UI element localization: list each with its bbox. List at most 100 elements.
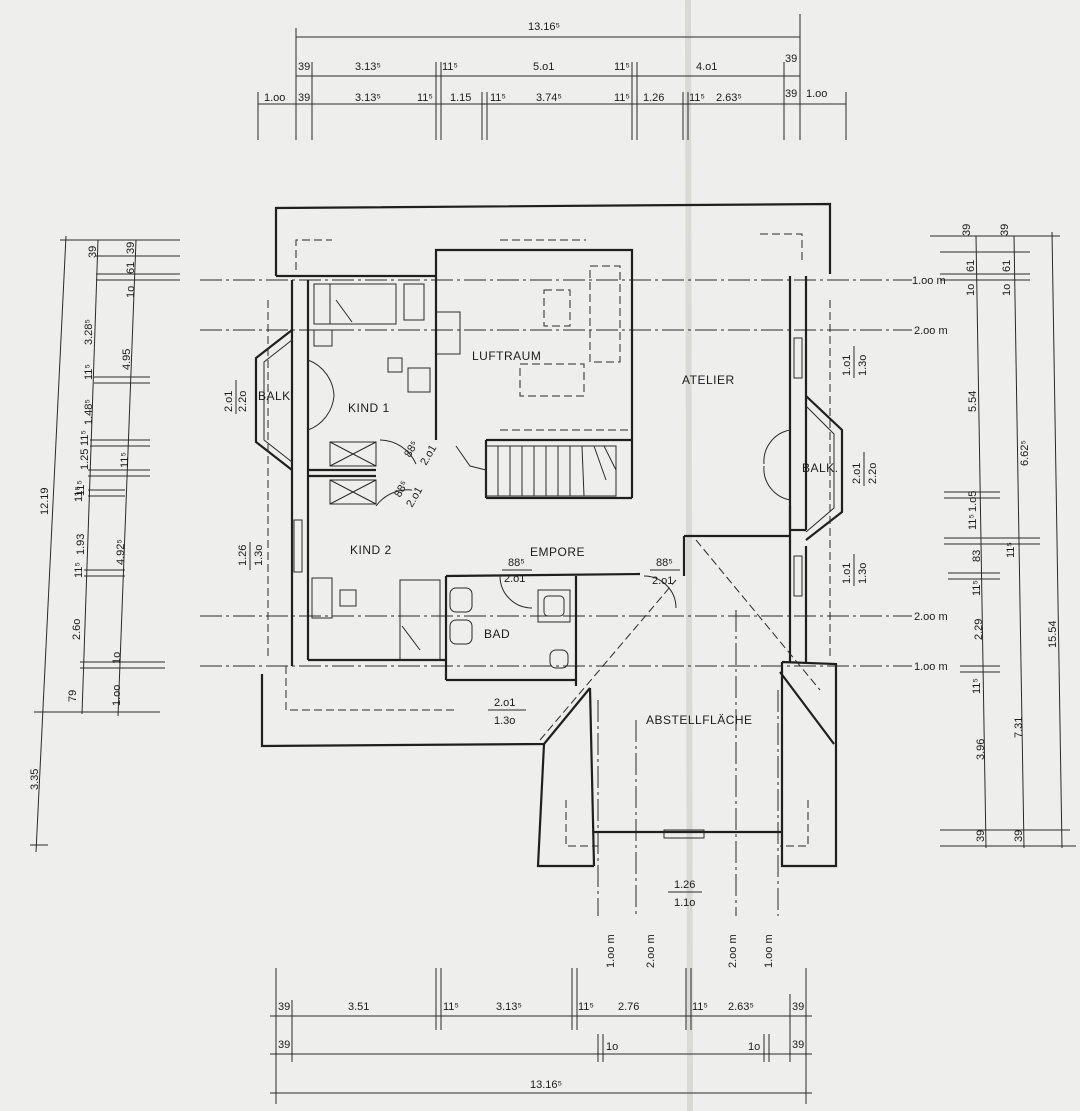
op-kind1-door-w: 88⁵ [402, 439, 421, 460]
dim-bot-r1-1: 3.51 [348, 1001, 369, 1013]
eaves-dashed-lines [267, 233, 831, 847]
dim-top-r2-10: 2.63⁵ [716, 92, 742, 104]
dim-left-c3-9: 1.oo [111, 685, 123, 706]
level-h-1m-top: 1.oo m [912, 275, 946, 287]
dim-top-r2-0: 1.oo [264, 92, 285, 104]
windows [293, 337, 803, 839]
room-kind1: KIND 1 [348, 401, 390, 415]
dim-right-c2-2: 61 [1001, 260, 1013, 272]
dim-top-r2-12: 1.oo [806, 88, 827, 100]
dim-left-c2-9: 79 [67, 690, 79, 702]
dim-right-c2-5: 7.31 [1013, 717, 1025, 738]
dim-top-r2-2: 3.13⁵ [355, 92, 381, 104]
dim-bot-r2-2: 1o [748, 1041, 760, 1053]
dim-top-r2-6: 3.74⁵ [536, 92, 562, 104]
dim-left-c3-1: 1o [125, 286, 137, 298]
dim-top-r2-1: 39 [298, 92, 310, 104]
op-bad-win-w: 2.o1 [494, 697, 515, 709]
dim-top-r2-9: 11⁵ [689, 92, 705, 104]
dim-right-c1-7: 11⁵ [971, 580, 983, 596]
dim-bot-r1-8: 39 [792, 1001, 804, 1013]
dim-right-c2-6: 39 [1013, 830, 1025, 842]
op-kind2-win-w: 1.26 [237, 545, 249, 566]
right-dimension-chains: 39 1o 61 5.54 11⁵ 1.o5 83 11⁵ 2.29 11⁵ 3… [930, 224, 1076, 849]
op-atelier-win-w: 1.o1 [841, 355, 853, 376]
dim-right-c1-11: 39 [975, 830, 987, 842]
op-balk-left-h: 2.2o [237, 391, 249, 412]
dim-right-c1-8: 2.29 [973, 619, 985, 640]
dim-bot-r2-3: 39 [792, 1039, 804, 1051]
fraction-bars [235, 346, 865, 893]
op-balk-right-h: 2.2o [867, 463, 879, 484]
dim-left-outer-a: 12.19 [39, 487, 51, 515]
left-dimension-chains: 12.19 3.35 3.28⁵ 11⁵ 1.48⁵ 11⁵ 1.25 11⁵ … [29, 235, 180, 853]
height-level-lines: 1.oo m 2.oo m 2.oo m 1.oo m 1.oo m 2.oo … [200, 275, 948, 968]
dim-right-c1-0: 39 [961, 224, 973, 236]
op-balk-right-w: 2.o1 [851, 463, 863, 484]
dim-right-c2-3: 6.62⁵ [1019, 440, 1031, 466]
room-atelier: ATELIER [682, 373, 735, 387]
op-bad-door-h: 2.o1 [652, 575, 673, 587]
op-atelier-win2-w: 1.o1 [841, 563, 853, 584]
level-v-1m-right: 1.oo m [763, 934, 775, 968]
dim-left-c3-2: 61 [125, 262, 137, 274]
op-abstell-win-h: 1.1o [674, 897, 695, 909]
bottom-dimension-chains: 39 3.51 11⁵ 3.13⁵ 11⁵ 2.76 11⁵ 2.63⁵ 39 … [270, 968, 812, 1104]
dim-right-c1-1: 1o [965, 284, 977, 296]
dim-right-c2-1: 1o [1001, 284, 1013, 296]
room-luftraum: LUFTRAUM [472, 349, 541, 363]
dim-left-c3-8: 1o [111, 652, 123, 664]
op-kind1-door-h: 2.o1 [418, 443, 439, 468]
dim-left-c3-5: 11⁵ [119, 452, 131, 468]
level-h-2m-top: 2.oo m [914, 325, 948, 337]
dim-bot-r1-4: 11⁵ [578, 1001, 594, 1013]
dim-top-r2-4: 1.15 [450, 92, 471, 104]
top-dimension-chains: 13.16⁵ 39 3.13⁵ 11⁵ 5.o1 11⁵ 4.o1 39 1.o… [257, 14, 847, 140]
level-h-1m-low: 1.oo m [914, 661, 948, 673]
balcony-left [254, 329, 293, 471]
dim-bot-r2-0: 39 [278, 1039, 290, 1051]
level-v-2m-right: 2.oo m [727, 934, 739, 968]
room-bad: BAD [484, 627, 510, 641]
op-abstell-win-w: 1.26 [674, 879, 695, 891]
dim-right-c2-4: 11⁵ [1005, 542, 1017, 558]
staircase [455, 429, 630, 497]
dim-bot-r1-7: 2.63⁵ [728, 1001, 754, 1013]
room-labels: KIND 1 KIND 2 LUFTRAUM ATELIER EMPORE BA… [258, 349, 838, 727]
op-bad-door-w: 88⁵ [656, 557, 673, 569]
dim-left-c2-8: 2.6o [71, 619, 83, 640]
level-h-2m-mid: 2.oo m [914, 611, 948, 623]
dim-right-c1-3: 5.54 [967, 391, 979, 412]
dim-left-c2-0: 3.28⁵ [83, 319, 95, 345]
dim-top-r1-0: 39 [298, 61, 310, 73]
op-atelier-win2-h: 1.3o [857, 563, 869, 584]
dim-right-c1-2: 61 [965, 260, 977, 272]
dim-right-c1-10: 3.96 [975, 739, 987, 760]
dim-right-c1-5: 1.o5 [967, 491, 979, 512]
dim-left-c3-3: 39 [125, 242, 137, 254]
op-empore-door-w: 88⁵ [508, 557, 525, 569]
dim-top-r2-3: 11⁵ [417, 92, 433, 104]
dim-left-c2-3: 11⁵ [79, 430, 91, 446]
level-v-1m-left: 1.oo m [605, 934, 617, 968]
dim-left-outer-b: 3.35 [29, 769, 41, 790]
dim-top-r1-5: 4.o1 [696, 61, 717, 73]
dim-top-r1-2: 11⁵ [442, 61, 458, 73]
room-balk-left: BALK. [258, 389, 295, 403]
room-empore: EMPORE [530, 545, 585, 559]
dim-right-c1-9: 11⁵ [971, 678, 983, 694]
dim-left-c3-4: 4.95 [121, 349, 133, 370]
furniture [311, 265, 621, 669]
dim-bot-r1-2: 11⁵ [443, 1001, 459, 1013]
dim-left-c2-5: 11⁵ [75, 480, 87, 496]
dim-top-r1-6: 39 [785, 53, 797, 65]
room-abstellflaeche: ABSTELLFLÄCHE [646, 713, 753, 727]
dim-left-c2-1: 11⁵ [83, 364, 95, 380]
dim-top-r2-7: 11⁵ [614, 92, 630, 104]
dim-top-r2-8: 1.26 [643, 92, 664, 104]
dim-bot-r1-5: 2.76 [618, 1001, 639, 1013]
dim-bot-overall: 13.16⁵ [530, 1079, 562, 1091]
dim-right-c2-0: 39 [999, 224, 1011, 236]
opening-sizes: 2.o1 2.2o 88⁵ 2.o1 88⁵ 2.o1 1.26 1.3o 88… [223, 355, 879, 909]
paper-fold [685, 0, 693, 1111]
